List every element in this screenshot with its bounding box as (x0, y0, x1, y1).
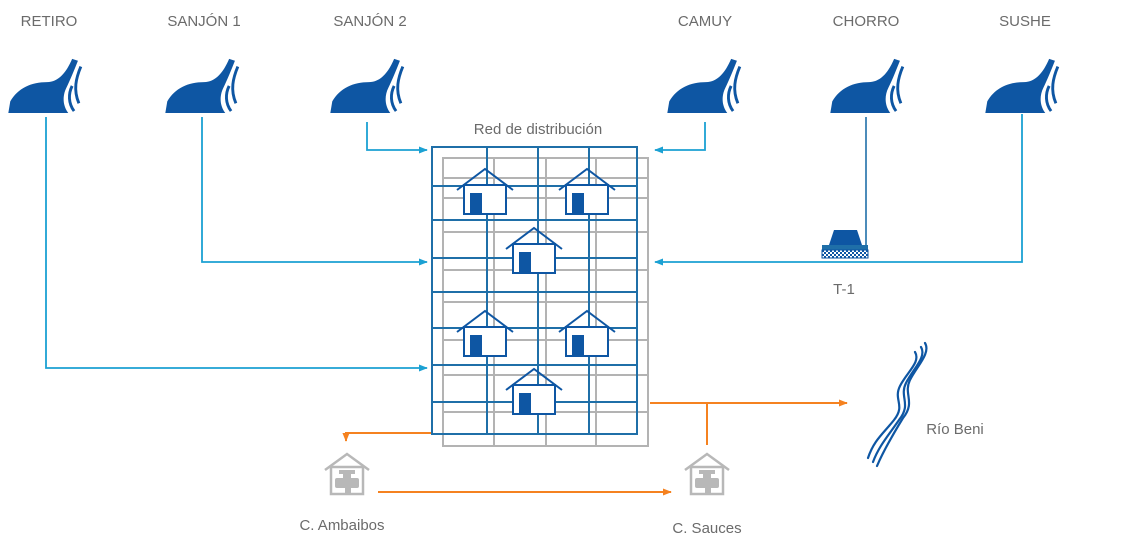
plant-label-ambaibos: C. Ambaibos (299, 517, 384, 534)
source-label-sanjon-1: SANJÓN 1 (167, 13, 240, 30)
waterfall-icon (830, 57, 905, 113)
river-icon (866, 341, 928, 468)
source-label-retiro: RETIRO (21, 13, 78, 30)
treatment-plant-icon (683, 452, 731, 496)
waterfall-icon (330, 57, 405, 113)
waterfall-icon (8, 57, 83, 113)
source-label-sushe: SUSHE (999, 13, 1051, 30)
plant-label-sauces: C. Sauces (672, 520, 741, 537)
network-label: Red de distribución (474, 121, 602, 138)
source-label-chorro: CHORRO (833, 13, 900, 30)
supply-pipe-retiro (45, 117, 428, 372)
tank-icon (821, 230, 869, 259)
waterfall-icon (667, 57, 742, 113)
waterfall-icon (165, 57, 240, 113)
tank-label: T-1 (833, 281, 855, 298)
source-label-camuy: CAMUY (678, 13, 732, 30)
house-icon (558, 168, 616, 215)
supply-pipe-sushe (654, 114, 1023, 266)
outflow-pipe-to-ambaibos (342, 432, 431, 442)
waterfall-icon (985, 57, 1060, 113)
supply-pipe-camuy (654, 122, 706, 154)
house-icon (505, 227, 563, 274)
house-icon (456, 168, 514, 215)
treatment-plant-icon (323, 452, 371, 496)
supply-pipe-sanjon-1 (201, 117, 428, 266)
source-label-sanjon-2: SANJÓN 2 (333, 13, 406, 30)
house-icon (456, 310, 514, 357)
supply-pipe-sanjon-2 (366, 122, 428, 154)
house-icon (558, 310, 616, 357)
river-label: Río Beni (926, 421, 984, 438)
